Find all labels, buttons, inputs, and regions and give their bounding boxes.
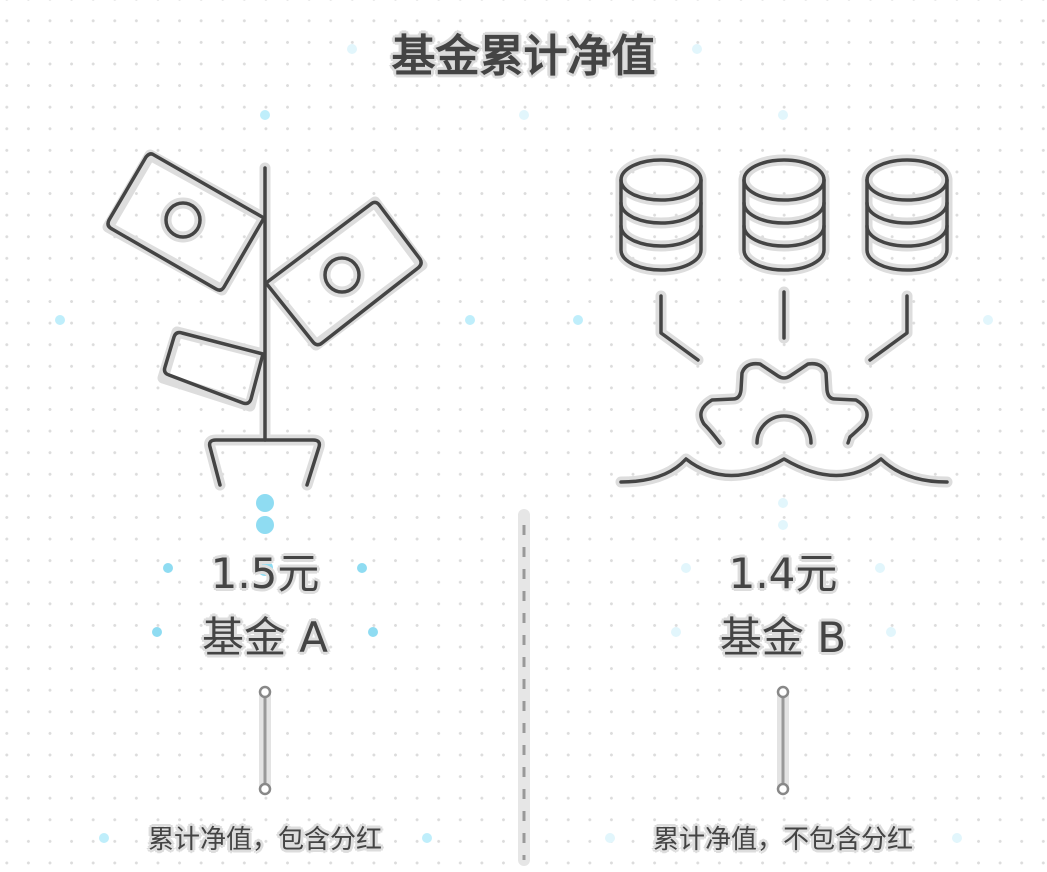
connector-a [258, 685, 272, 796]
accent-dots [55, 110, 583, 843]
connector-b [776, 685, 790, 796]
page-title: 基金累计净值 [391, 31, 656, 82]
fund-a-value: 1.5元 [210, 549, 320, 598]
fund-b-value: 1.4元 [728, 549, 838, 598]
fund-b-description: 累计净值，不包含分红 [652, 825, 913, 855]
accent-dots-strong [152, 494, 378, 637]
fund-a-name: 基金 A [201, 613, 329, 662]
accent-dots-faint [347, 44, 993, 843]
fund-b-name: 基金 B [719, 613, 847, 662]
fund-a-description: 累计净值，包含分红 [147, 825, 382, 855]
